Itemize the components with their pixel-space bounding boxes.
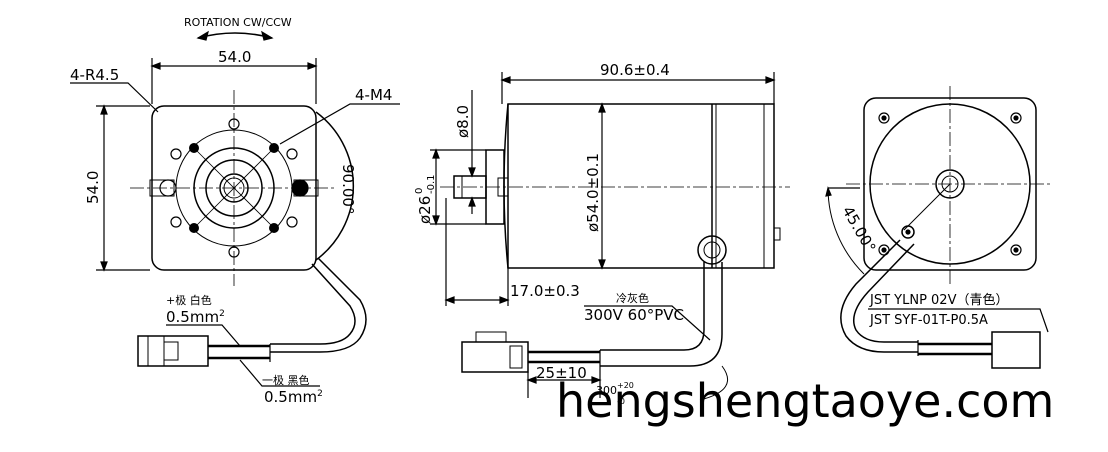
- rotation-label: ROTATION CW/CCW: [184, 16, 292, 29]
- m4-holes: [189, 143, 279, 233]
- positive-lead-label: +极 白色: [166, 293, 212, 307]
- motor-body: [507, 103, 775, 269]
- body-dia-dim: ø54.0±0.1: [584, 153, 602, 232]
- rear-angle-dim: 45.00°: [839, 203, 880, 256]
- corner-radius-label: 4-R4.5: [70, 66, 119, 84]
- connector-label-1: JST YLNP 02V（青色）: [869, 292, 1008, 308]
- cable-length-tol-lower: -0: [617, 397, 625, 406]
- cable-length-dim: 300+20: [596, 381, 634, 397]
- shaft-dia-dim: ø8.0: [454, 105, 472, 138]
- svg-text:0: 0: [414, 188, 425, 194]
- side-view: 90.6±0.4 ø8.0 ø26 0 -0.1: [414, 61, 790, 406]
- watermark: hengshengtaoye.com: [556, 374, 1055, 428]
- cable-grommet: [697, 235, 727, 265]
- connector-label-2: JST SYF-01T-P0.5A: [869, 313, 988, 328]
- pilot-dia-dim: ø26 0 -0.1: [414, 174, 437, 224]
- rear-connector: [991, 331, 1041, 369]
- lead-length-dim: 25±10: [536, 364, 587, 382]
- bolt-angle-dim: 90.00°: [339, 164, 357, 214]
- shaft-length-dim: 17.0±0.3: [510, 282, 580, 300]
- rear-view: 45.00° JST YLNP 02V（青色） JST SYF-01T-P0.5…: [825, 86, 1052, 369]
- negative-lead-size: 0.5mm2: [264, 388, 323, 406]
- cable-color-label: 冷灰色: [616, 291, 649, 305]
- svg-text:-0.1: -0.1: [426, 174, 437, 194]
- mount-holes-label: 4-M4: [355, 86, 392, 104]
- cable-spec-label: 300V 60°PVC: [584, 306, 684, 324]
- rotation-arc: [197, 32, 273, 39]
- front-width-dim: 54.0: [218, 48, 251, 66]
- front-connector: [137, 335, 209, 367]
- negative-lead-label: 一极 黑色: [262, 373, 310, 387]
- front-height-dim: 54.0: [84, 171, 102, 204]
- front-view: ROTATION CW/CCW 54.0 54.0 4-R4.5: [70, 16, 400, 406]
- overall-length-dim: 90.6±0.4: [600, 61, 670, 79]
- rotation-arrow-right-icon: [261, 30, 274, 41]
- svg-text:ø26: ø26: [416, 196, 434, 224]
- rotation-arrow-left-icon: [196, 30, 209, 41]
- positive-lead-size: 0.5mm2: [166, 308, 225, 326]
